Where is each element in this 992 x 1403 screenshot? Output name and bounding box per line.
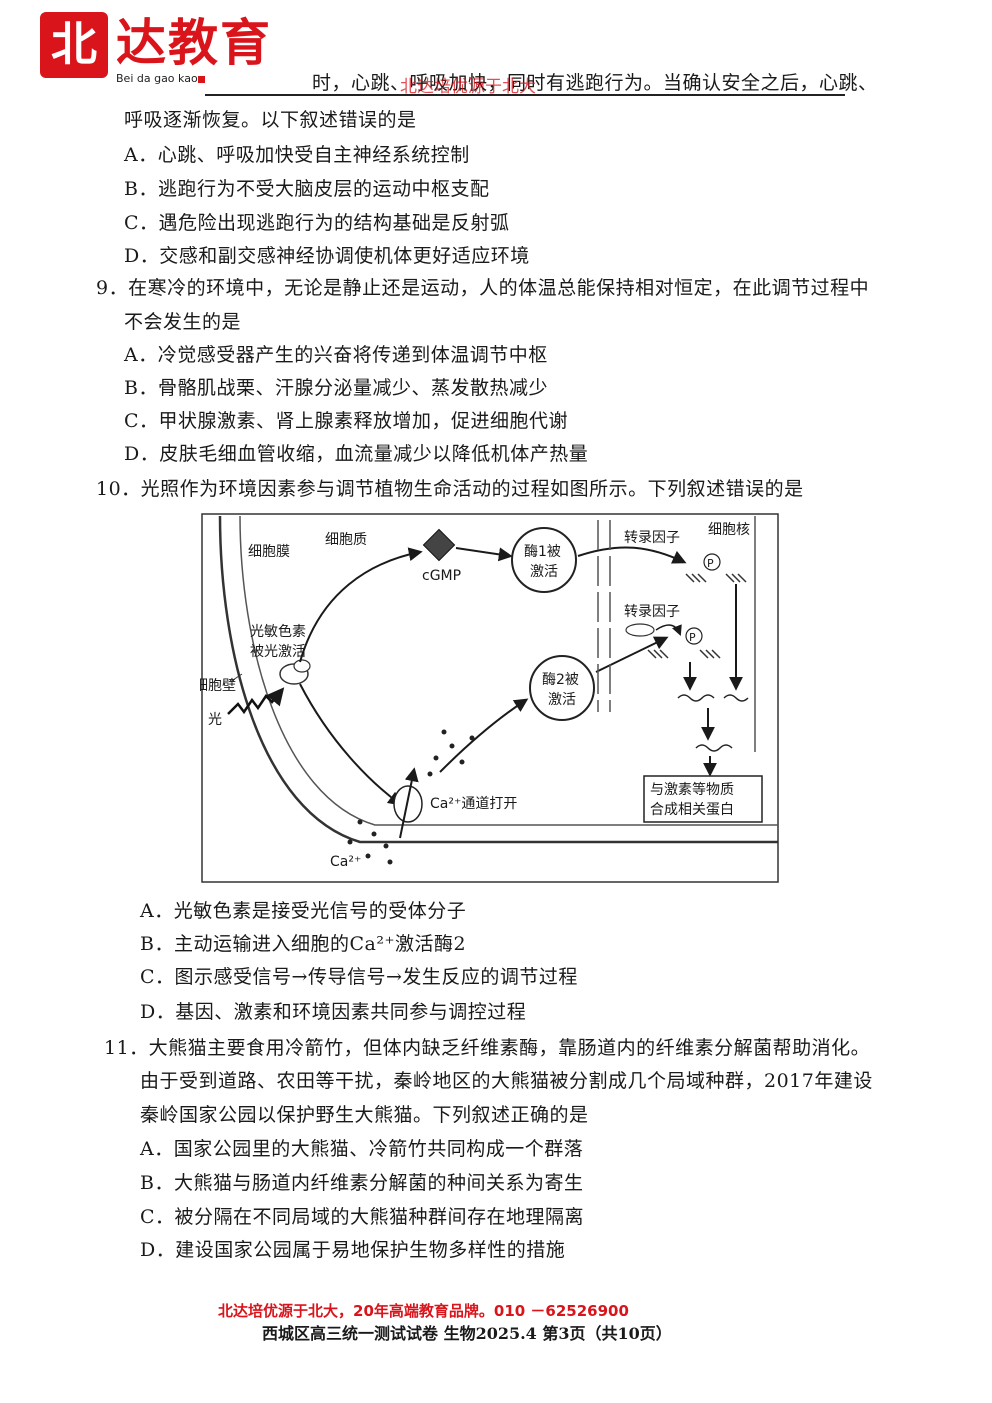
label-phytochrome-2: 被光激活	[250, 643, 306, 660]
label-tf2: 转录因子	[624, 604, 680, 620]
q11-option-d: D．建设国家公园属于易地保护生物多样性的措施	[140, 1239, 566, 1261]
label-tf1: 转录因子	[624, 530, 680, 546]
q9-option-a: A．冷觉感受器产生的兴奋将传递到体温调节中枢	[124, 344, 548, 366]
q8-continued-text: 时，心跳、呼吸加快，同时有逃跑行为。当确认安全之后，心跳、	[312, 72, 878, 94]
footer-advert: 北达培优源于北大，20年高端教育品牌。010 －62526900	[218, 1302, 629, 1320]
enzyme2-circle	[529, 655, 595, 721]
label-enzyme2-1: 酶2被	[542, 672, 579, 688]
light-ray	[227, 687, 285, 715]
q9-option-b: B．骨骼肌战栗、汗腺分泌量减少、蒸发散热减少	[124, 377, 548, 399]
mrna-2	[723, 694, 749, 702]
arrow-to-cgmp	[299, 547, 423, 663]
q9-option-c: C．甲状腺激素、肾上腺素释放增加，促进细胞代谢	[124, 410, 569, 432]
phosphate-2	[685, 627, 703, 645]
mrna-1	[677, 694, 715, 702]
q8-option-d: D．交感和副交感神经协调使机体更好适应环境	[124, 245, 530, 267]
label-phytochrome-1: 光敏色素	[250, 623, 306, 640]
logo-badge	[40, 12, 108, 78]
label-p1: P	[707, 557, 714, 570]
q10-stem: 10．光照作为环境因素参与调节植物生命活动的过程如图所示。下列叙述错误的是	[96, 478, 804, 500]
label-enzyme2-2: 激活	[548, 691, 576, 708]
watermark: 北达培优源于北大	[400, 77, 536, 97]
ca-ions	[347, 729, 475, 865]
q8-option-c: C．遇危险出现逃跑行为的结构基础是反射弧	[124, 212, 510, 234]
dna-strands	[647, 573, 747, 659]
label-cgmp: cGMP	[422, 568, 461, 584]
label-ca-ion: Ca²⁺	[330, 854, 361, 870]
header-rule	[205, 94, 845, 96]
q9-option-d: D．皮肤毛细血管收缩，血流量减少以降低机体产热量	[124, 443, 589, 465]
q10-option-a: A．光敏色素是接受光信号的受体分子	[140, 900, 467, 922]
nuclear-envelope	[597, 520, 611, 712]
cgmp-shape	[422, 528, 456, 562]
label-ca-channel: Ca²⁺通道打开	[430, 795, 517, 812]
figure-frame	[201, 513, 779, 883]
label-product-2: 合成相关蛋白	[650, 802, 734, 818]
label-product-1: 与激素等物质	[650, 781, 734, 798]
q8-stem: 呼吸逐渐恢复。以下叙述错误的是	[124, 109, 417, 131]
label-enzyme1-2: 激活	[530, 563, 558, 580]
product-box	[643, 775, 763, 823]
arrow-to-ca-channel	[299, 683, 403, 806]
label-light: 光	[208, 712, 222, 728]
label-cell-membrane: 细胞膜	[248, 544, 290, 560]
logo-name: 达教育	[116, 13, 272, 72]
q8-option-a: A．心跳、呼吸加快受自主神经系统控制	[124, 144, 470, 166]
q8-option-b: B．逃跑行为不受大脑皮层的运动中枢支配	[124, 178, 490, 200]
q10-option-b: B．主动运输进入细胞的Ca²⁺激活酶2	[140, 933, 467, 955]
logo-dot	[198, 76, 205, 83]
q10-option-d: D．基因、激素和环境因素共同参与调控过程	[140, 1001, 527, 1023]
label-nucleus: 细胞核	[708, 522, 750, 538]
q11-option-a: A．国家公园里的大熊猫、冷箭竹共同构成一个群落	[140, 1138, 584, 1160]
q9-stem-line1: 9．在寒冷的环境中，无论是静止还是运动，人的体温总能保持相对恒定，在此调节过程中	[96, 277, 870, 299]
q10-option-c: C．图示感受信号→传导信号→发生反应的调节过程	[140, 966, 578, 988]
q9-stem-line2: 不会发生的是	[124, 311, 242, 333]
label-enzyme1-1: 酶1被	[524, 544, 561, 560]
enzyme1-circle	[511, 527, 577, 593]
cell-membrane-curve	[239, 515, 778, 826]
q11-stem-line3: 秦岭国家公园以保护野生大熊猫。下列叙述正确的是	[140, 1104, 589, 1126]
logo-pinyin: Bei da gao kao	[116, 72, 198, 85]
phosphate-1	[703, 553, 721, 571]
q11-option-b: B．大熊猫与肠道内纤维素分解菌的种间关系为寄生	[140, 1172, 584, 1194]
q11-stem-line2: 由于受到道路、农田等干扰，秦岭地区的大熊猫被分割成几个局域种群，2017年建设	[140, 1070, 873, 1092]
logo-mark: 北	[51, 17, 97, 71]
light-signaling-diagram: 细胞膜 细胞质 细胞壁 光 光敏色素 被光激活 cGMP 酶1被 激活 酶2被 …	[200, 513, 779, 883]
footer-page-info: 西城区高三统一测试试卷 生物2025.4 第3页（共10页）	[262, 1324, 672, 1343]
q11-stem-line1: 11．大熊猫主要食用冷箭竹，但体内缺乏纤维素酶，靠肠道内的纤维素分解菌帮助消化。	[104, 1037, 871, 1059]
label-cell-wall: 细胞壁	[200, 678, 236, 694]
cell-wall-curve	[218, 515, 778, 844]
label-cytoplasm: 细胞质	[325, 532, 367, 548]
q11-option-c: C．被分隔在不同局域的大熊猫种群间存在地理隔离	[140, 1206, 585, 1228]
label-p2: P	[689, 631, 696, 644]
